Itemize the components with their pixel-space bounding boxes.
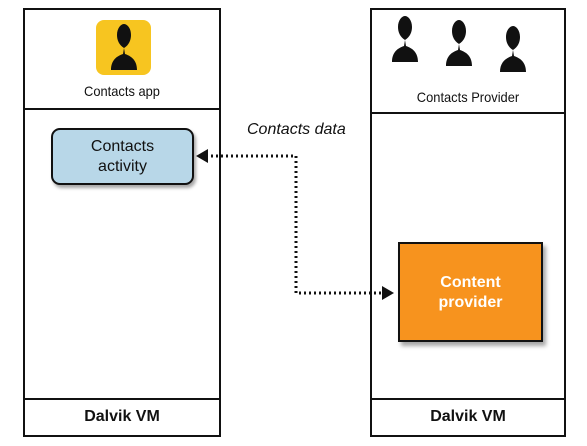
- contacts-provider-panel: Contacts Provider Content provider Dalvi…: [370, 8, 566, 437]
- contacts-data-label: Contacts data: [247, 121, 346, 138]
- person-icon: [96, 20, 151, 75]
- vm-divider: [25, 398, 219, 400]
- person-icon: [500, 26, 526, 72]
- dalvik-vm-label: Dalvik VM: [84, 408, 160, 425]
- arrowhead-left-icon: [196, 149, 208, 163]
- content-provider-box: Content provider: [398, 242, 543, 342]
- contacts-app-panel: Contacts app Contacts activity Dalvik VM: [23, 8, 221, 437]
- vm-divider: [372, 398, 564, 400]
- header-divider: [25, 108, 219, 110]
- arrowhead-right-icon: [382, 286, 394, 300]
- contacts-app-label: Contacts app: [84, 83, 160, 99]
- activity-label-line1: Contacts: [90, 138, 155, 155]
- contacts-activity-box: Contacts activity: [51, 128, 194, 185]
- provider-label-line1: Content: [440, 274, 501, 291]
- provider-label-line2: provider: [438, 294, 503, 311]
- dalvik-vm-label: Dalvik VM: [430, 408, 506, 425]
- people-icons: [392, 16, 526, 72]
- activity-label-line2: activity: [98, 158, 147, 175]
- header-divider: [372, 112, 564, 114]
- contacts-provider-label: Contacts Provider: [416, 89, 520, 105]
- person-icon: [446, 20, 472, 66]
- person-icon: [392, 16, 418, 62]
